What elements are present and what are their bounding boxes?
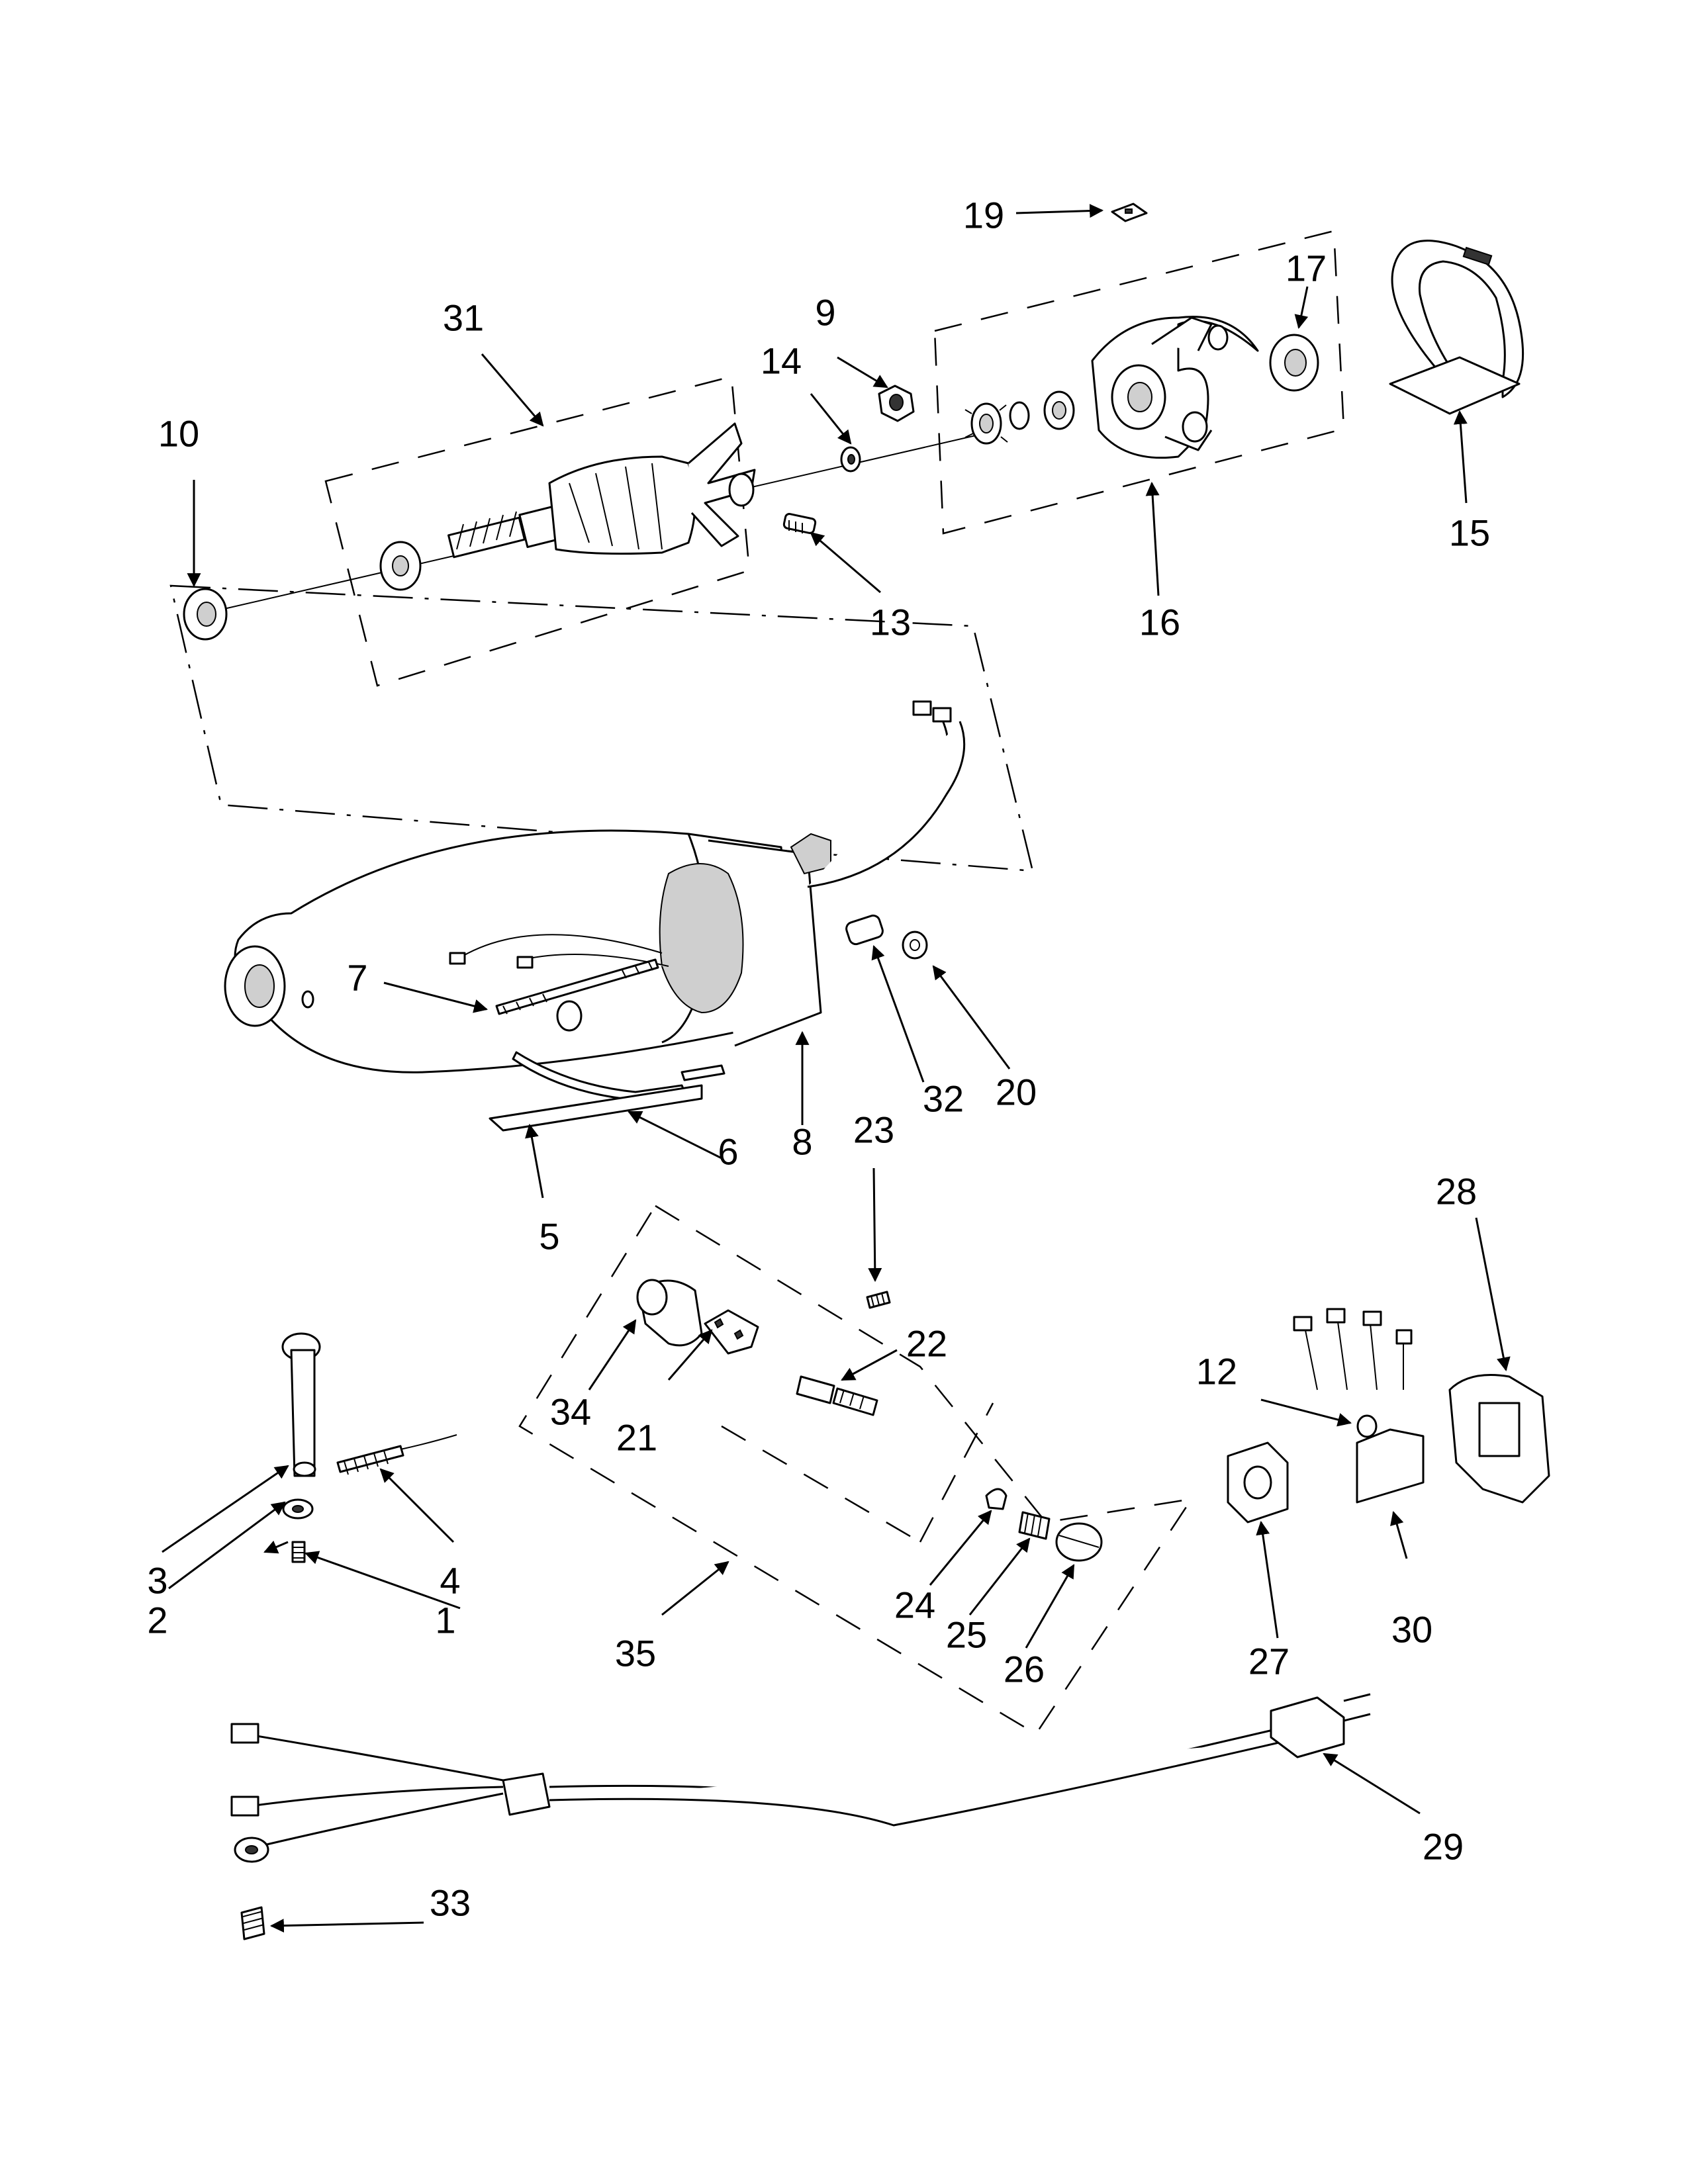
motor-housing-outline bbox=[169, 584, 1034, 872]
callout-2: 2 bbox=[147, 1600, 167, 1641]
thrust-washer-part bbox=[840, 446, 861, 473]
callout-9: 9 bbox=[815, 292, 835, 334]
brush-inner-divider-2 bbox=[919, 1402, 994, 1543]
callout-28: 28 bbox=[1436, 1171, 1477, 1212]
callout-23: 23 bbox=[853, 1109, 894, 1151]
bearing-washer-part bbox=[183, 588, 228, 641]
callout-33: 33 bbox=[430, 1882, 471, 1924]
switch-parts bbox=[1227, 1308, 1550, 1524]
bearing-part bbox=[1269, 334, 1319, 392]
callout-4: 4 bbox=[440, 1560, 460, 1602]
callout-14: 14 bbox=[761, 340, 802, 382]
callout-17: 17 bbox=[1286, 248, 1327, 289]
callout-35: 35 bbox=[615, 1633, 656, 1674]
armature-assembly-outline bbox=[324, 375, 751, 687]
callout-24: 24 bbox=[894, 1584, 935, 1626]
callout-6: 6 bbox=[718, 1131, 738, 1173]
callout-25: 25 bbox=[946, 1614, 987, 1656]
callout-1: 1 bbox=[435, 1600, 455, 1641]
spring-lever-part bbox=[489, 1051, 726, 1132]
parts bbox=[183, 203, 1550, 1940]
callout-30: 30 bbox=[1391, 1609, 1432, 1651]
brush-inner-divider bbox=[721, 1425, 921, 1543]
callout-31: 31 bbox=[443, 297, 484, 339]
callout-13: 13 bbox=[870, 602, 911, 643]
clip-part bbox=[1111, 203, 1148, 222]
callout-16: 16 bbox=[1139, 602, 1180, 643]
callout-10: 10 bbox=[158, 413, 199, 455]
callout-32: 32 bbox=[923, 1078, 964, 1120]
group-outlines bbox=[169, 230, 1345, 1735]
small-spring-part bbox=[866, 1291, 891, 1309]
callout-29: 29 bbox=[1423, 1826, 1464, 1868]
end-bell-part bbox=[964, 316, 1259, 459]
brush-part bbox=[796, 1375, 878, 1416]
leader-lines bbox=[162, 204, 1511, 1933]
brush-holder-part bbox=[636, 1279, 759, 1355]
nut-part bbox=[878, 385, 915, 422]
callout-20: 20 bbox=[996, 1071, 1037, 1113]
callout-22: 22 bbox=[906, 1323, 947, 1365]
callout-34: 34 bbox=[550, 1391, 591, 1433]
callout-27: 27 bbox=[1248, 1641, 1289, 1682]
armature-part bbox=[379, 422, 756, 591]
callout-26: 26 bbox=[1004, 1649, 1045, 1690]
callout-8: 8 bbox=[792, 1121, 812, 1163]
bracket-part bbox=[1389, 240, 1524, 415]
stud-part bbox=[782, 513, 817, 534]
motor-housing-part bbox=[224, 700, 966, 1073]
callout-7: 7 bbox=[347, 957, 367, 999]
lever-assembly-part bbox=[281, 1332, 457, 1563]
callout-21: 21 bbox=[616, 1417, 657, 1459]
brush-cap-parts bbox=[985, 1488, 1103, 1562]
callout-3: 3 bbox=[147, 1560, 167, 1602]
power-cord-part bbox=[230, 1693, 1371, 1940]
brush-assembly-outline bbox=[518, 1205, 1194, 1735]
callout-labels: 1 2 3 4 5 6 7 8 9 10 12 13 14 15 16 17 1… bbox=[147, 195, 1490, 1924]
callout-5: 5 bbox=[539, 1216, 559, 1257]
callout-15: 15 bbox=[1449, 512, 1490, 554]
callout-12: 12 bbox=[1196, 1351, 1237, 1392]
callout-19: 19 bbox=[963, 195, 1004, 236]
